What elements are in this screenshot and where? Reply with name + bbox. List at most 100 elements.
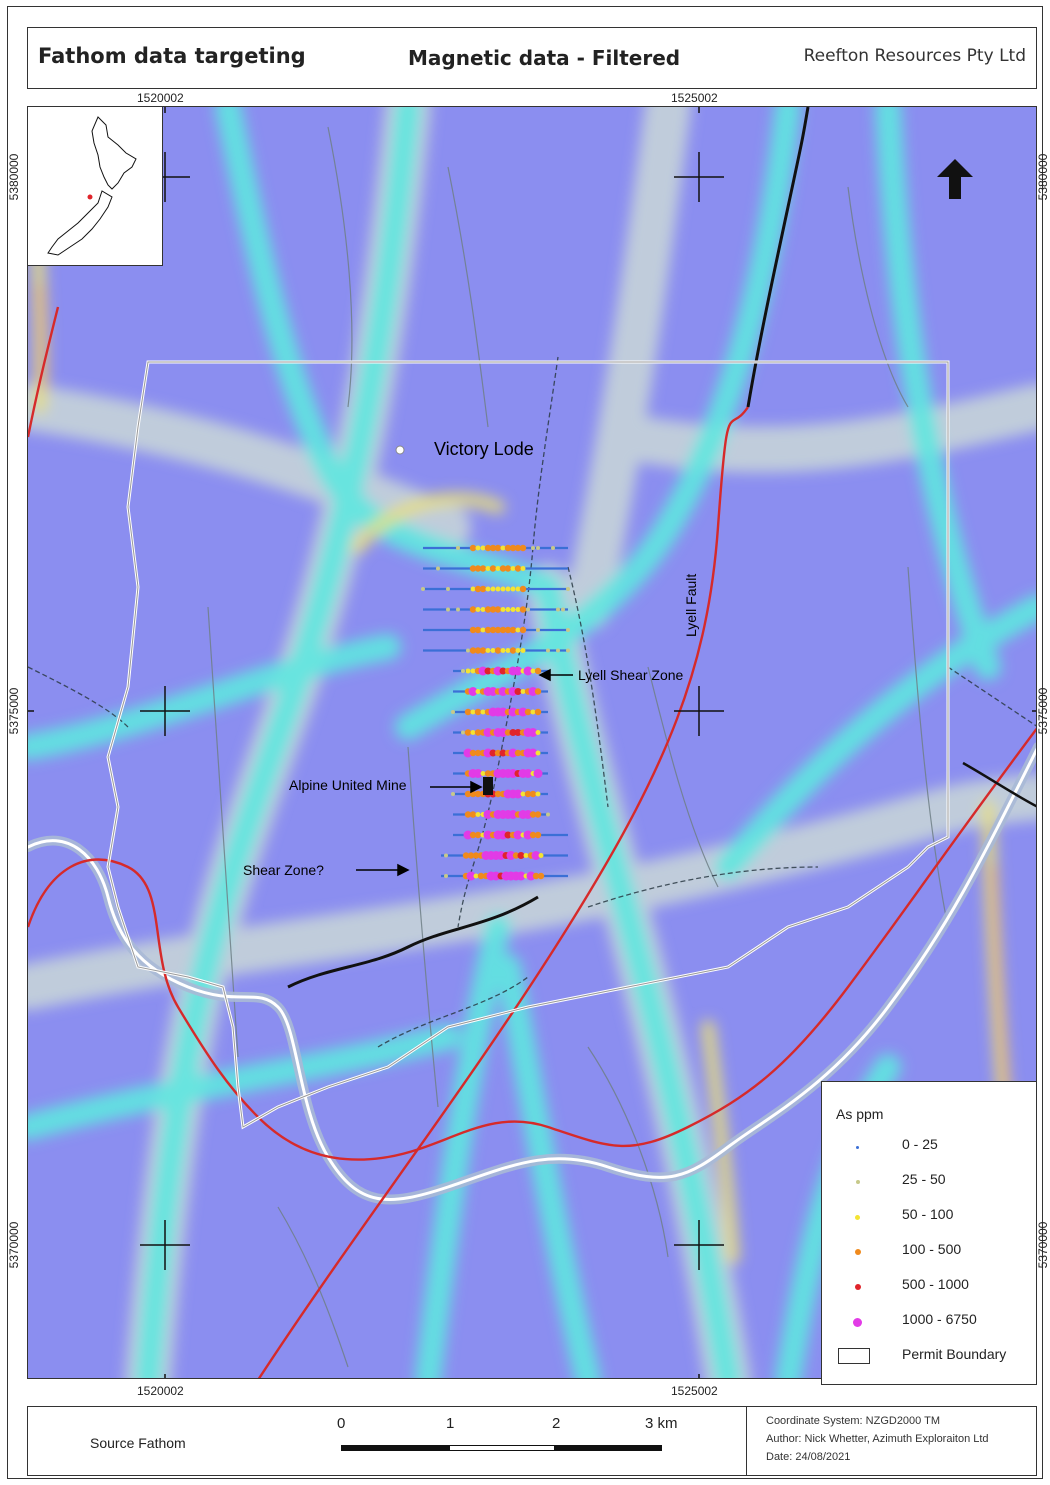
legend-swatch	[853, 1318, 862, 1327]
sample-point	[469, 647, 477, 654]
sample-point	[484, 667, 492, 675]
sample-point	[421, 587, 425, 591]
sample-point	[451, 792, 455, 796]
sample-point	[464, 729, 472, 736]
victory-lode-label: Victory Lode	[434, 439, 534, 459]
sample-point	[461, 730, 465, 735]
sample-point	[464, 790, 472, 798]
legend-label: 0 - 25	[902, 1136, 938, 1152]
sample-point	[469, 749, 477, 757]
sample-point	[551, 546, 555, 550]
sample-point	[504, 729, 512, 736]
sample-point	[535, 791, 541, 797]
source-text: Source Fathom	[90, 1435, 186, 1451]
legend-item: 0 - 25	[822, 1134, 1038, 1162]
sample-point	[534, 811, 542, 818]
sample-point	[535, 750, 541, 756]
sample-point	[467, 852, 475, 859]
sample-point	[519, 606, 527, 613]
sample-point	[505, 586, 511, 592]
sample-point	[463, 748, 473, 758]
map-title-center: Magnetic data - Filtered	[408, 46, 681, 70]
sample-point	[514, 544, 522, 552]
sample-point	[566, 587, 570, 591]
legend-swatch	[856, 1146, 859, 1149]
scale-tick-label: 2	[552, 1415, 561, 1432]
sample-point	[464, 708, 472, 716]
sample-point	[466, 871, 476, 881]
sample-point	[520, 566, 526, 571]
sample-point	[523, 769, 533, 778]
sample-point	[513, 830, 523, 840]
sample-point	[517, 852, 525, 859]
sample-point	[484, 544, 492, 552]
sample-point	[463, 830, 473, 840]
sample-point	[494, 647, 502, 654]
sample-point	[510, 566, 516, 571]
sample-point	[470, 586, 476, 592]
sample-point	[480, 545, 486, 551]
sample-point	[499, 626, 507, 634]
sample-point	[474, 626, 482, 634]
locator-inset	[27, 106, 163, 266]
legend-item: 100 - 500	[822, 1239, 1038, 1267]
sample-point	[514, 729, 522, 736]
title-bar: Fathom data targeting Magnetic data - Fi…	[27, 27, 1037, 89]
sample-point	[523, 830, 533, 840]
sample-point	[528, 728, 538, 737]
easting-label-top-east: 1525002	[671, 91, 718, 105]
sample-point	[519, 626, 527, 634]
legend-swatch	[855, 1249, 861, 1255]
sample-point	[512, 852, 520, 859]
northing-label-left-south: 5370000	[7, 1221, 21, 1269]
sample-point	[520, 648, 526, 653]
sample-point	[469, 626, 477, 634]
legend-label: 500 - 1000	[902, 1276, 969, 1292]
lyell-fault-line	[257, 406, 749, 1378]
northing-label-right-mid: 5375000	[1036, 687, 1050, 735]
sample-point	[530, 709, 536, 715]
sample-point	[475, 607, 481, 612]
sample-point	[534, 667, 542, 675]
legend-label: Permit Boundary	[902, 1346, 1007, 1362]
sample-point	[536, 628, 540, 632]
company-name: Reefton Resources Pty Ltd	[803, 46, 1026, 66]
easting-label-bottom-east: 1525002	[671, 1384, 718, 1398]
sample-point	[529, 790, 537, 798]
sample-point	[499, 749, 507, 757]
sample-point	[504, 626, 512, 634]
sample-point	[470, 709, 476, 715]
legend-item: 50 - 100	[822, 1204, 1038, 1232]
sample-point	[494, 749, 502, 757]
sample-point	[483, 728, 493, 737]
sample-point	[534, 708, 542, 716]
sample-point	[474, 565, 482, 572]
sample-point	[475, 689, 481, 694]
sample-point	[519, 544, 527, 552]
sample-point	[508, 687, 518, 696]
sample-point	[494, 626, 502, 634]
sample-point	[508, 707, 518, 717]
sample-point	[480, 771, 486, 776]
sample-point	[483, 830, 493, 840]
legend-title: As ppm	[836, 1106, 884, 1122]
sample-point	[505, 607, 511, 612]
sample-point	[479, 647, 487, 654]
sample-point	[505, 648, 511, 653]
sample-point	[485, 566, 491, 571]
sample-point	[556, 648, 560, 653]
sample-point	[506, 851, 516, 860]
sample-point	[493, 666, 503, 676]
sample-point	[444, 853, 448, 858]
sample-point	[470, 730, 476, 735]
sample-point	[474, 790, 482, 798]
sample-point	[485, 586, 491, 592]
sample-point	[464, 811, 472, 818]
sample-point	[534, 831, 542, 839]
sample-point	[523, 810, 533, 819]
legend-swatch	[855, 1284, 861, 1290]
sample-point	[466, 648, 470, 653]
sample-point	[474, 749, 482, 757]
sample-point	[513, 789, 523, 799]
northing-label-right-south: 5370000	[1036, 1221, 1050, 1269]
